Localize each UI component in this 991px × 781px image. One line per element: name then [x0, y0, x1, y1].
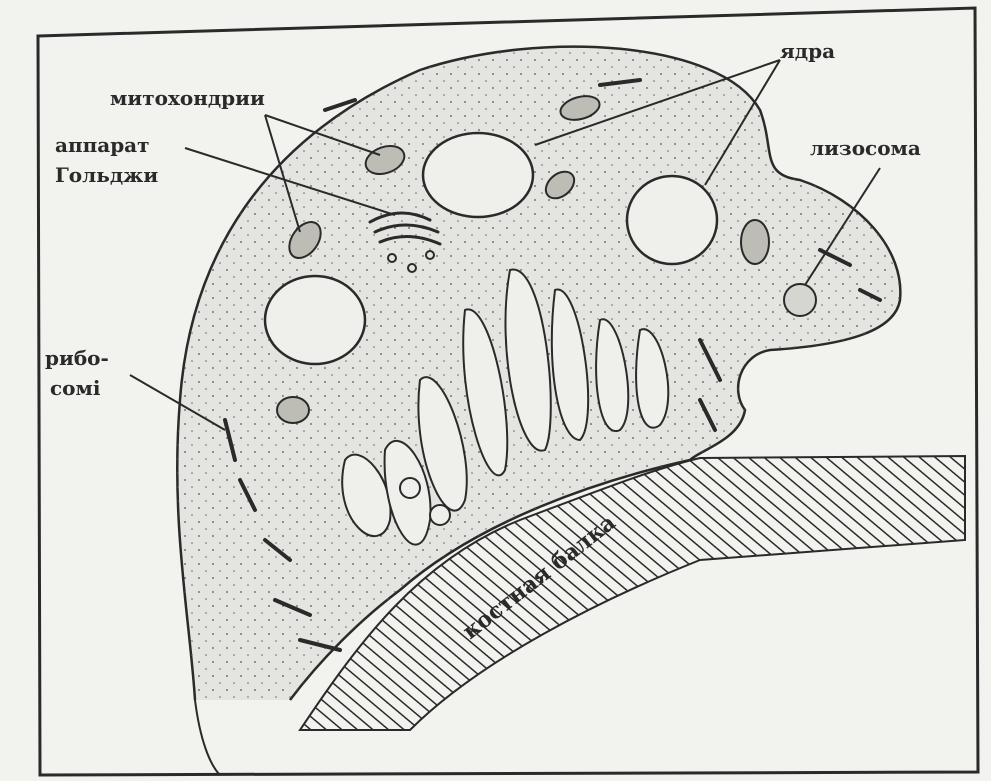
label-ribosomes-line2: сомі [50, 376, 101, 400]
label-golgi-line2: Гольджи [55, 163, 158, 187]
label-mitochondria: митохондрии [110, 86, 265, 110]
lysosome [784, 284, 816, 316]
label-nuclei: ядра [780, 39, 835, 63]
cell-outline-left [195, 700, 220, 775]
label-ribosomes-line1: рибо- [45, 346, 109, 370]
label-lysosome: лизосома [810, 136, 921, 160]
mitochondrion [277, 397, 309, 423]
label-golgi-line1: аппарат [55, 133, 150, 157]
nucleus [423, 133, 533, 217]
mitochondrion [741, 220, 769, 264]
nucleus [627, 176, 717, 264]
nucleus [265, 276, 365, 364]
